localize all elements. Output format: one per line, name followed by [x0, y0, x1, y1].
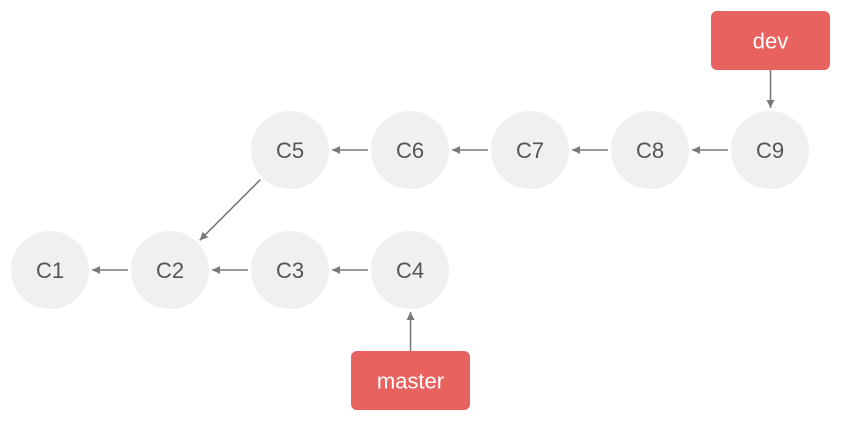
commit-label: C3 — [276, 258, 304, 283]
edges-layer — [92, 146, 728, 274]
commit-label: C6 — [396, 138, 424, 163]
branch-master: master — [351, 312, 470, 410]
branch-box — [351, 351, 470, 410]
commit-label: C2 — [156, 258, 184, 283]
commit-node-c6: C6 — [371, 111, 449, 189]
commit-label: C5 — [276, 138, 304, 163]
commit-node-c3: C3 — [251, 231, 329, 309]
commit-node-c1: C1 — [11, 231, 89, 309]
commit-circle — [611, 111, 689, 189]
branch-box — [711, 11, 830, 70]
commit-node-c7: C7 — [491, 111, 569, 189]
commit-node-c9: C9 — [731, 111, 809, 189]
edge-c5-to-c2 — [199, 179, 261, 241]
commit-circle — [11, 231, 89, 309]
commit-node-c4: C4 — [371, 231, 449, 309]
branches-layer: dev master — [351, 11, 830, 410]
commit-circle — [251, 231, 329, 309]
commit-label: C9 — [756, 138, 784, 163]
branch-label: master — [377, 369, 444, 394]
commits-layer: C1 C2 C3 C4 C5 C6 C7 C8 C9 — [11, 111, 809, 309]
commit-circle — [491, 111, 569, 189]
commit-circle — [251, 111, 329, 189]
commit-label: C4 — [396, 258, 424, 283]
commit-circle — [131, 231, 209, 309]
commit-circle — [371, 111, 449, 189]
branch-dev: dev — [711, 11, 830, 108]
commit-circle — [731, 111, 809, 189]
commit-label: C8 — [636, 138, 664, 163]
commit-node-c2: C2 — [131, 231, 209, 309]
commit-node-c5: C5 — [251, 111, 329, 189]
commit-node-c8: C8 — [611, 111, 689, 189]
branch-label: dev — [753, 29, 788, 54]
commit-label: C1 — [36, 258, 64, 283]
commit-label: C7 — [516, 138, 544, 163]
commit-circle — [371, 231, 449, 309]
